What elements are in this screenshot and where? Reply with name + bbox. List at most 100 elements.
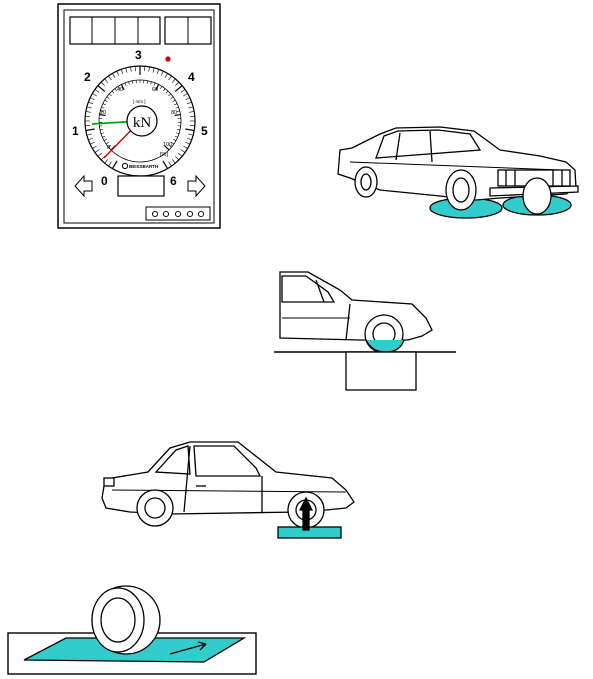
outer-tick-marks [85, 66, 195, 169]
tick-mark [163, 88, 166, 92]
tick-mark [177, 128, 181, 131]
tick-mark [168, 161, 172, 167]
tick-mark [146, 80, 148, 84]
tick-mark [92, 93, 97, 97]
tick-mark [186, 137, 192, 141]
tick-mark [100, 132, 104, 134]
tick-mark [171, 142, 175, 145]
tick-mark [183, 93, 188, 97]
outer-scale-4: 4 [188, 70, 195, 84]
sub-scale-label: [ mm ] [133, 99, 146, 104]
tick-mark [99, 128, 103, 131]
tick-mark [171, 159, 176, 164]
inner-scale-100: 100 [163, 142, 172, 148]
tick-mark [90, 97, 95, 101]
outer-scale-0: 0 [101, 174, 108, 188]
outer-scale-3: 3 [135, 48, 142, 62]
percent-label: [%] [160, 152, 168, 158]
tick-mark [188, 106, 194, 109]
tick-mark [156, 69, 160, 75]
tick-mark [169, 144, 172, 148]
tick-mark [111, 90, 115, 94]
tick-mark [162, 160, 169, 169]
tick-mark [94, 89, 100, 93]
outer-scale-1: 1 [72, 124, 79, 138]
tick-mark [108, 144, 111, 148]
tick-mark [106, 96, 110, 99]
tick-mark [165, 90, 169, 94]
tick-mark [180, 89, 186, 93]
tick-mark [102, 103, 106, 106]
outer-scale-5: 5 [201, 124, 208, 138]
tick-mark [97, 152, 102, 157]
inner-scale-0: 0 [107, 145, 110, 151]
tick-mark [120, 69, 124, 75]
tick-mark [174, 85, 183, 92]
tick-mark [152, 67, 155, 73]
tick-mark [164, 145, 170, 151]
front-wheel-on-plate-block [274, 271, 456, 391]
inner-scale-40: 40 [117, 87, 123, 93]
test-block [345, 351, 417, 391]
tick-mark [148, 66, 150, 72]
tick-mark [171, 78, 176, 83]
dial-hub [126, 105, 158, 137]
tick-mark [172, 99, 176, 102]
tick-mark [99, 113, 106, 117]
tick-mark [155, 84, 160, 91]
tick-mark [174, 103, 178, 106]
tick-mark [117, 86, 120, 90]
tick-mark [120, 84, 125, 91]
tick-mark [108, 75, 112, 81]
indicator-lamps [145, 206, 211, 221]
tick-mark [176, 132, 180, 134]
tick-mark [168, 93, 171, 97]
tick-mark [100, 110, 104, 112]
tick-mark [94, 149, 100, 153]
tick-mark [174, 135, 178, 138]
tick-mark [100, 81, 105, 86]
tick-mark [114, 88, 117, 92]
tick-mark [111, 160, 118, 169]
digital-display-right [164, 16, 212, 45]
tick-mark [101, 106, 105, 109]
tick-mark [85, 128, 95, 132]
tick-mark [183, 145, 188, 149]
tick-mark [97, 85, 106, 92]
tick-mark [88, 137, 94, 141]
tick-mark [186, 101, 192, 105]
tick-mark [109, 93, 112, 97]
arrow-up-icon [298, 496, 314, 531]
tick-mark [180, 149, 186, 153]
tick-mark [130, 66, 132, 72]
tick-mark [125, 67, 128, 73]
wheel-on-sliding-plate [7, 585, 257, 675]
arrow-left-icon [74, 174, 93, 198]
tick-mark [188, 133, 194, 136]
inner-scale-80: 80 [171, 110, 177, 116]
tick-mark [85, 111, 91, 113]
tick-mark [175, 106, 179, 109]
tick-mark [116, 71, 120, 76]
tick-mark [189, 111, 195, 113]
inner-scale-20: 20 [100, 110, 106, 116]
tick-mark [90, 141, 95, 145]
indicator-light [165, 56, 171, 62]
arrow-right-icon-plate [169, 641, 207, 655]
tick-mark [185, 128, 195, 132]
outer-scale-2: 2 [84, 70, 91, 84]
tick-mark [104, 99, 108, 102]
gauge-panel: 0 1 2 3 4 5 6 0 20 40 60 80 100 [ mm ] [… [57, 3, 221, 229]
tick-mark [160, 71, 164, 76]
inner-scale-60: 60 [152, 87, 158, 93]
coupe-side-view-lift-plate [101, 441, 355, 539]
tick-mark [86, 133, 92, 136]
tick-mark [153, 82, 156, 86]
tick-mark [132, 80, 134, 84]
lower-display [117, 175, 165, 197]
sedan-on-test-plates [337, 126, 579, 219]
brand-logo: BEISSBARTH [121, 162, 158, 170]
tick-mark [175, 156, 180, 161]
tick-mark [104, 78, 109, 83]
